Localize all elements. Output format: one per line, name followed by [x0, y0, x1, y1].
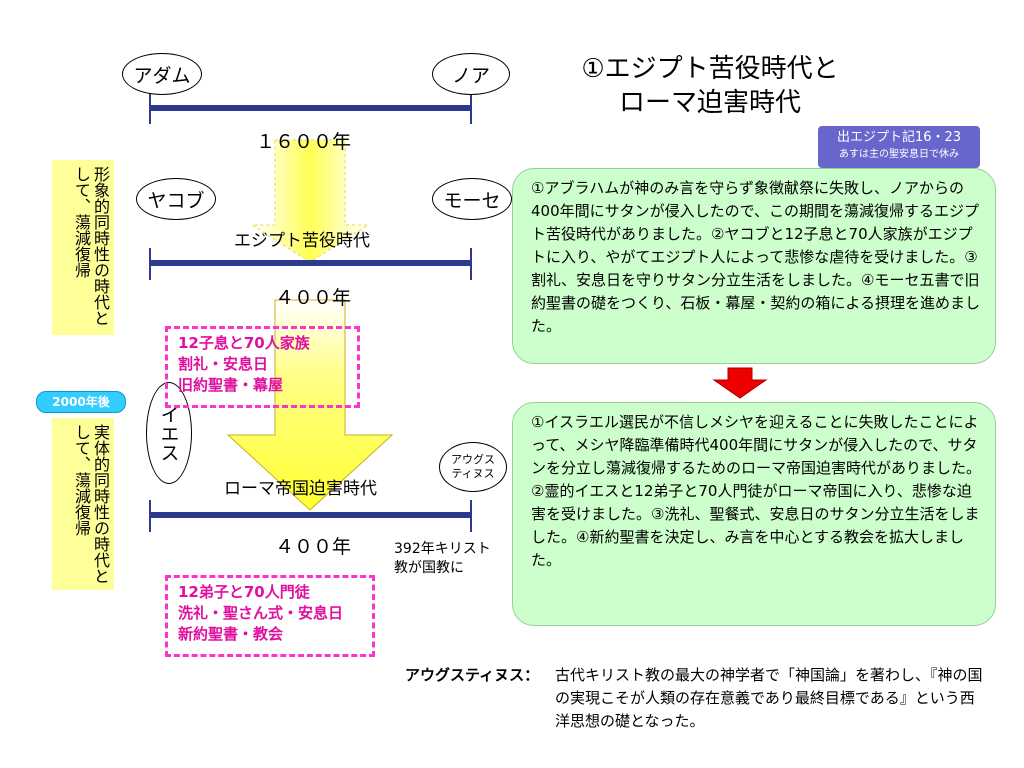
slide-title: ①エジプト苦役時代と ローマ迫害時代 [545, 52, 875, 120]
footnote-term: アウグスティヌス： [405, 666, 540, 684]
dashed-line: 新約聖書・教会 [178, 625, 284, 643]
timeline-tick [149, 500, 151, 532]
oval-moses: モーセ [432, 178, 512, 220]
oval-adam: アダム [122, 53, 202, 95]
timeline-tick [470, 92, 472, 124]
substantial-period-label: 実体的同時性の時代として、蕩減復帰 [52, 418, 114, 590]
red-down-arrow [712, 367, 768, 399]
dashed-box-christian: 12弟子と70人門徒 洗礼・聖さん式・安息日 新約聖書・教会 [165, 575, 375, 657]
oval-jesus: イエス [146, 382, 192, 484]
timeline-tick [470, 248, 472, 280]
exodus-reference-badge: 出エジプト記16・23 あすは主の聖安息日で休み [818, 126, 980, 168]
dashed-line: 割礼・安息日 [178, 355, 269, 373]
green-box-egypt: ①アブラハムが神のみ言を守らず象徴献祭に失敗し、ノアからの400年間にサタンが侵… [512, 168, 996, 364]
oval-augustine: アウグス ティヌス [439, 442, 507, 492]
dashed-line: 12子息と70人家族 [178, 334, 310, 352]
dashed-line: 洗礼・聖さん式・安息日 [178, 604, 344, 622]
badge-line-2: あすは主の聖安息日で休み [839, 149, 959, 160]
dashed-box-israel: 12子息と70人家族 割礼・安息日 旧約聖書・幕屋 [165, 326, 360, 408]
period-years-2: ４００年 [275, 287, 352, 309]
footnote-augustine: アウグスティヌス： 古代キリスト教の最大の神学者で「神国論」を著わし、『神の国の… [405, 664, 985, 733]
oval-jacob: ヤコブ [136, 178, 216, 220]
egypt-period-label: エジプト苦役時代 [234, 231, 370, 251]
jesus-name: イエス [157, 404, 180, 462]
oval-noah: ノア [432, 53, 510, 95]
symbolic-period-label: 形象的同時性の時代として、蕩減復帰 [52, 160, 114, 335]
title-line-2: ローマ迫害時代 [618, 88, 801, 118]
timeline-tick [149, 92, 151, 124]
title-line-1: ①エジプト苦役時代と [581, 54, 839, 84]
timeline-bar-3 [150, 512, 472, 518]
period-years-3: ４００年 [275, 536, 352, 558]
period-years-1: １６００年 [256, 131, 352, 153]
timeline-bar-1 [150, 105, 472, 111]
augustine-name: アウグス ティヌス [451, 453, 495, 480]
badge-line-1: 出エジプト記16・23 [836, 130, 962, 145]
note-392: 392年キリスト教が国教に [394, 541, 491, 576]
timeline-bar-2 [150, 260, 472, 266]
rome-period-label: ローマ帝国迫害時代 [224, 479, 377, 499]
green-box-rome: ①イスラエル選民が不信しメシヤを迎えることに失敗したことによって、メシヤ降臨準備… [512, 402, 996, 626]
dashed-line: 12弟子と70人門徒 [178, 583, 310, 601]
timeline-tick [470, 500, 472, 532]
arrow-upper [250, 139, 370, 263]
badge-2000-years: 2000年後 [36, 391, 126, 413]
footnote-text: 古代キリスト教の最大の神学者で「神国論」を著わし、『神の国の実現こそが人類の存在… [555, 666, 983, 730]
dashed-line: 旧約聖書・幕屋 [178, 376, 284, 394]
timeline-tick [149, 248, 151, 280]
